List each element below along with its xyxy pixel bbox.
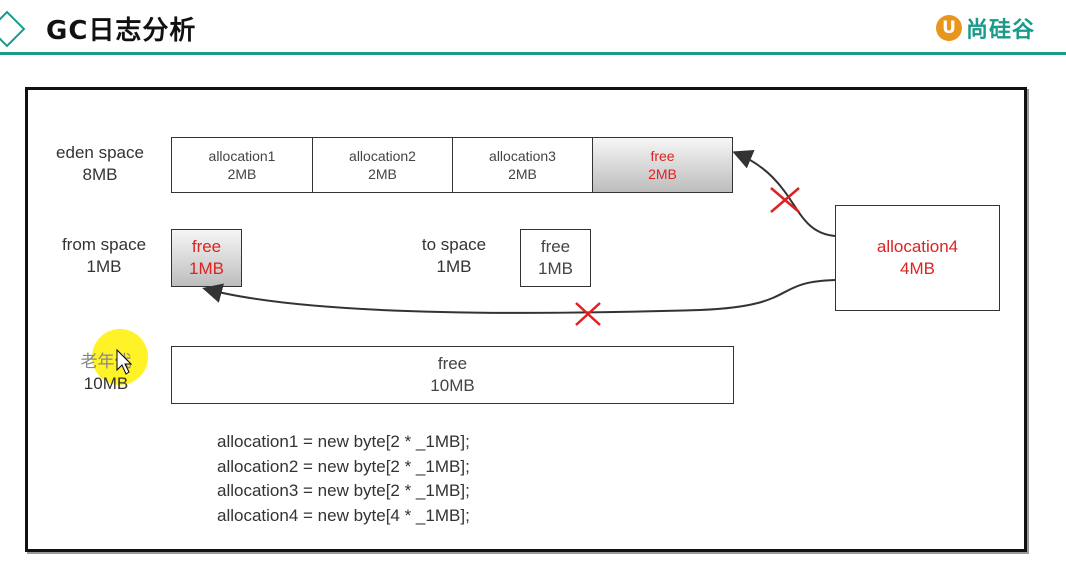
to-space-cell-name: free xyxy=(540,237,571,256)
page-title: GC日志分析 xyxy=(46,16,197,46)
brand-logo: U 尚硅谷 xyxy=(936,12,1035,44)
eden-cell-size: 2MB xyxy=(368,166,397,182)
allocation4-name: allocation4 xyxy=(876,237,959,256)
code-line: allocation2 = new byte[2 * _1MB]; xyxy=(217,456,470,476)
old-gen-cell: free 10MB xyxy=(171,346,734,404)
eden-cell-name: allocation1 xyxy=(208,148,276,164)
to-space-label: to space 1MB xyxy=(400,234,508,278)
diamond-icon xyxy=(0,10,26,48)
eden-cell-free: free 2MB xyxy=(592,137,733,193)
from-space-label: from space 1MB xyxy=(44,234,164,278)
old-gen-size: 10MB xyxy=(83,374,129,393)
allocation4-size: 4MB xyxy=(900,259,935,278)
eden-cell-name: free xyxy=(650,148,675,164)
slide-header: GC日志分析 U 尚硅谷 xyxy=(0,0,1066,56)
to-space-size: 1MB xyxy=(436,257,472,276)
from-space-cell-name: free xyxy=(191,237,222,256)
eden-space-name: eden space xyxy=(56,143,144,162)
from-space-cell: free 1MB xyxy=(171,229,242,287)
logo-text: 尚硅谷 xyxy=(966,18,1036,43)
to-space-cell: free 1MB xyxy=(520,229,591,287)
code-block: allocation1 = new byte[2 * _1MB]; alloca… xyxy=(217,430,470,528)
eden-cell-2: allocation2 2MB xyxy=(312,137,453,193)
old-gen-label: 老年代 10MB xyxy=(56,351,156,395)
old-gen-cell-size: 10MB xyxy=(430,376,475,395)
eden-cell-1: allocation1 2MB xyxy=(171,137,313,193)
eden-cell-size: 2MB xyxy=(227,166,257,182)
allocation4-box: allocation4 4MB xyxy=(835,205,1000,311)
to-space-cell-size: 1MB xyxy=(538,259,573,278)
old-gen-name: 老年代 xyxy=(80,352,132,371)
from-space-size: 1MB xyxy=(86,257,122,276)
code-line: allocation3 = new byte[2 * _1MB]; xyxy=(217,481,470,500)
logo-mark-icon: U xyxy=(936,15,962,41)
eden-space-label: eden space 8MB xyxy=(40,142,160,186)
from-space-cell-size: 1MB xyxy=(189,259,224,278)
eden-cell-size: 2MB xyxy=(648,166,677,182)
eden-cell-3: allocation3 2MB xyxy=(452,137,593,193)
old-gen-cell-name: free xyxy=(437,354,468,373)
from-space-name: from space xyxy=(61,235,147,254)
eden-cell-name: allocation3 xyxy=(489,148,556,164)
code-line: allocation4 = new byte[4 * _1MB]; xyxy=(217,505,470,525)
eden-cell-size: 2MB xyxy=(508,166,537,182)
to-space-name: to space xyxy=(421,235,487,254)
code-line: allocation1 = new byte[2 * _1MB]; xyxy=(217,432,470,451)
header-divider xyxy=(0,52,1066,55)
eden-space-size: 8MB xyxy=(82,165,118,184)
eden-cell-name: allocation2 xyxy=(349,148,416,164)
